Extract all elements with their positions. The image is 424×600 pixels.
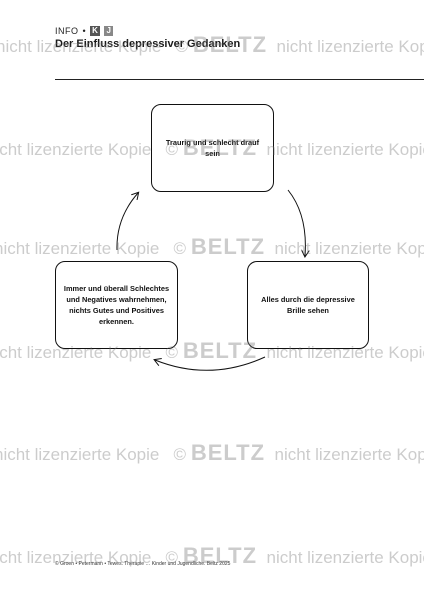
node-left-text: Immer und überall Schlechtes und Negativ…	[63, 284, 170, 326]
header-rule	[55, 79, 424, 80]
arrow-top-to-right	[287, 189, 305, 256]
page-footer: © Groen • Petermann • Tewes. Therapie … …	[55, 561, 231, 567]
page-header: INFO • K J Der Einfluss depressiver Geda…	[55, 26, 240, 50]
badge-j: J	[104, 26, 114, 36]
bullet: •	[82, 26, 87, 36]
node-left: Immer und überall Schlechtes und Negativ…	[55, 261, 178, 349]
page-title: Der Einfluss depressiver Gedanken	[55, 38, 241, 50]
arrow-right-to-left	[155, 356, 266, 371]
info-row: INFO • K J	[55, 26, 240, 36]
node-right-text: Alles durch die depressive Brille sehen	[261, 295, 355, 315]
badge-k: K	[90, 26, 101, 36]
info-label: INFO	[55, 26, 79, 36]
node-top-text: Traurig und schlecht drauf sein	[165, 138, 260, 158]
node-right: Alles durch die depressive Brille sehen	[247, 261, 369, 349]
arrow-left-to-top	[116, 193, 138, 251]
node-top: Traurig und schlecht drauf sein	[151, 104, 274, 192]
